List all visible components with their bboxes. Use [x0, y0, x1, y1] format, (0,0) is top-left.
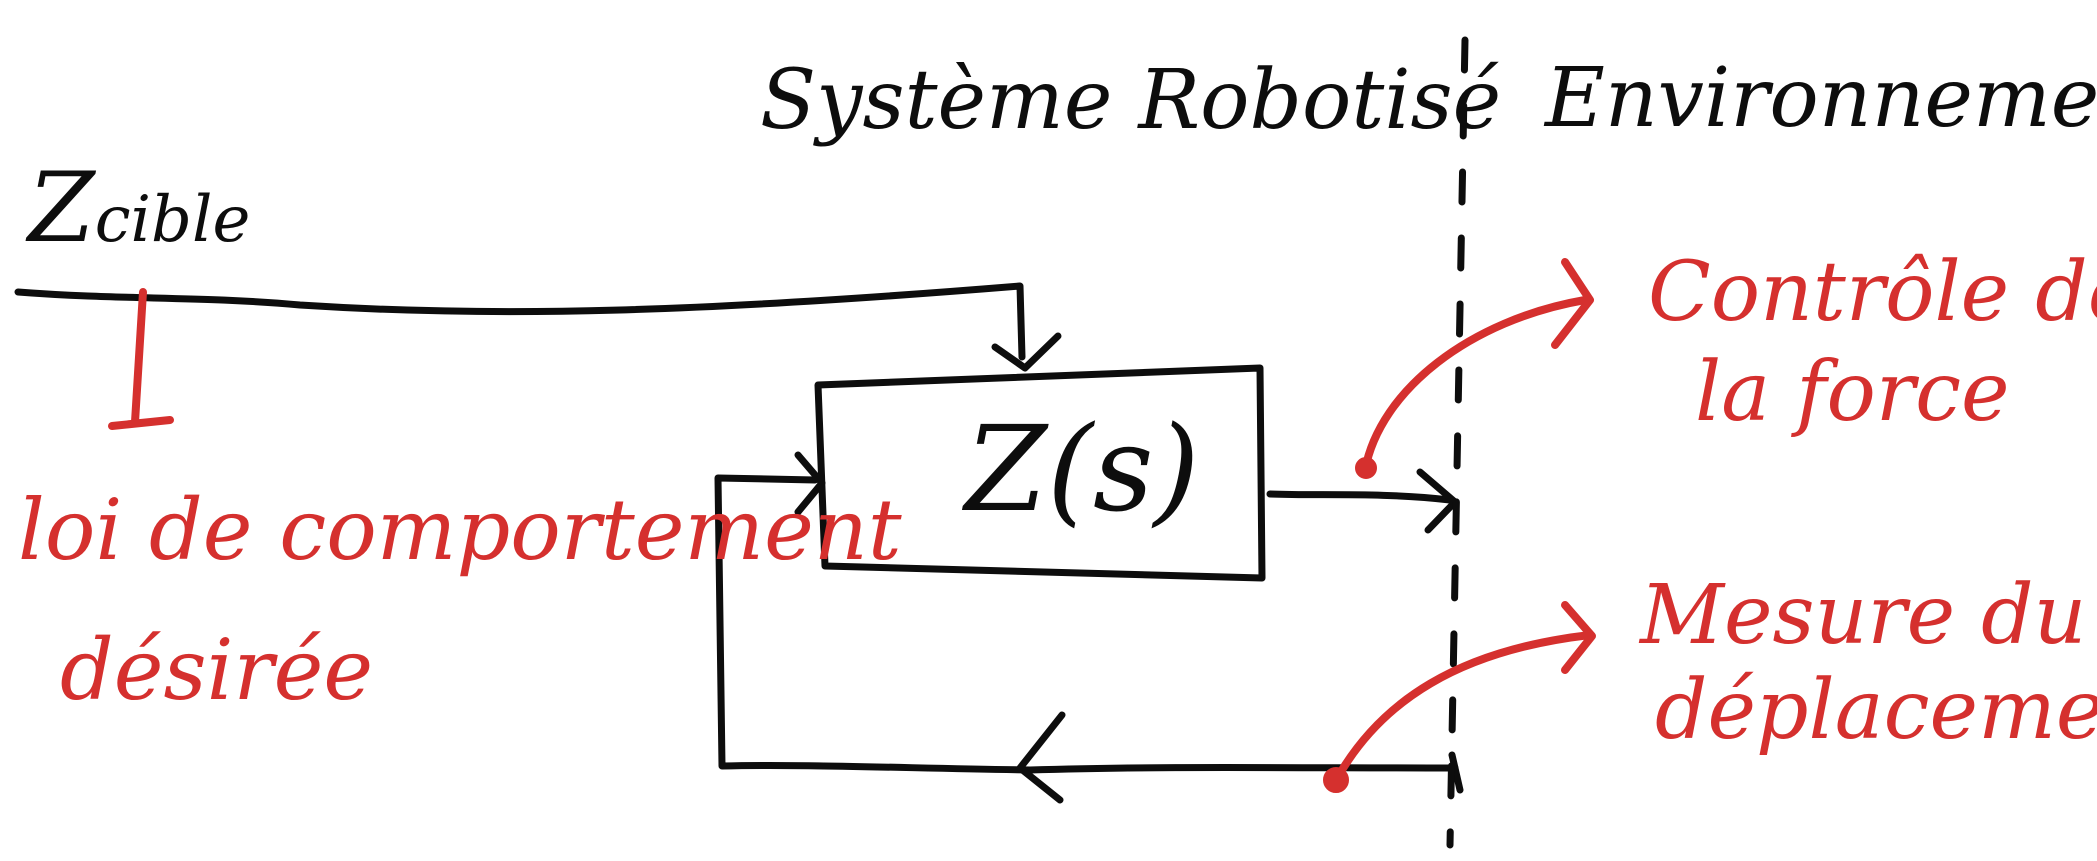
behavior-pointer-bar — [108, 416, 174, 430]
force-control-line2: la force — [1695, 345, 2010, 440]
behavior-law-line2: désirée — [60, 621, 374, 719]
measure-line2: déplacement — [1655, 663, 2097, 758]
force-control-line1: Contrôle de — [1648, 245, 2097, 340]
transfer-function-label: Z(s) — [965, 400, 1200, 538]
feedback-arrowhead — [1016, 711, 1066, 804]
z-target-main: Z — [28, 152, 95, 264]
force-curve — [1361, 296, 1589, 474]
measure-curve-dot — [1323, 767, 1349, 793]
feedback-input-arrowhead — [794, 451, 826, 516]
behavior-law-line1: loi de comportement — [18, 481, 902, 579]
feedback-sensor-tick — [1448, 751, 1464, 794]
force-arrowhead — [1551, 258, 1594, 349]
measure-arrowhead — [1561, 601, 1596, 674]
input-arrowhead — [991, 332, 1062, 372]
behavior-pointer-line — [131, 288, 147, 426]
output-line — [1266, 490, 1454, 504]
z-target-sub: cible — [94, 183, 251, 257]
z-target-label: Zcible — [28, 160, 250, 256]
transfer-block-outline — [814, 364, 1266, 582]
force-curve-dot — [1355, 457, 1377, 479]
feedback-line — [714, 474, 1459, 774]
measure-curve — [1331, 631, 1594, 786]
input-line — [14, 282, 1026, 361]
measure-line1: Mesure du — [1640, 568, 2087, 663]
system-label: Système Robotisé — [760, 53, 1502, 148]
system-boundary-dashed-line — [1446, 36, 1469, 849]
environment-label: Environnement — [1545, 51, 2097, 146]
